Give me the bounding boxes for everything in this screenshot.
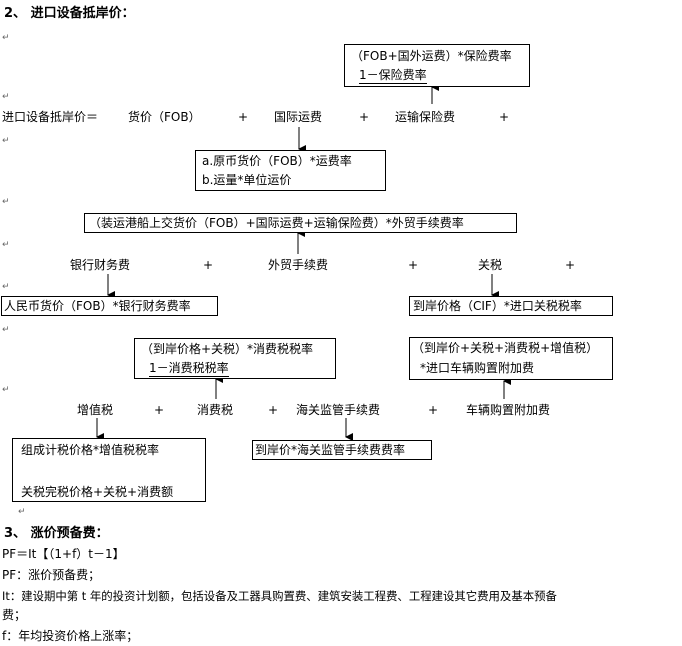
paragraph-mark: ↵: [2, 282, 10, 292]
plus-sign: +: [154, 403, 165, 417]
paragraph-mark: ↵: [2, 240, 10, 250]
paragraph-mark: ↵: [2, 197, 10, 207]
tariff-formula-box: 到岸价格（CIF）*进口关税税率: [409, 296, 613, 316]
term-vehicle-fee: 车辆购置附加费: [466, 403, 551, 417]
vat-line-2: 关税完税价格+关税+消费额: [21, 485, 174, 499]
f-definition: f：年均投资价格上涨率；: [2, 629, 139, 643]
paragraph-mark: ↵: [18, 507, 26, 517]
it-definition-line2: 费；: [2, 608, 27, 622]
paragraph-mark: ↵: [2, 33, 10, 43]
it-definition-line1: It：建设期中第 t 年的投资计划额，包括设备及工器具购置费、建筑安装工程费、工…: [2, 589, 557, 603]
bank-fee-formula: 人民币货价（FOB）*银行财务费率: [4, 299, 191, 313]
insurance-denominator: 1－保险费率: [359, 68, 427, 84]
term-consumption-tax: 消费税: [197, 403, 234, 417]
consumption-formula-box: （到岸价格+关税）*消费税税率 1－消费税税率: [134, 338, 336, 379]
trade-fee-formula-box: （装运港船上交货价（FOB）+国际运费+运输保险费）*外贸手续费率: [84, 213, 517, 233]
term-tariff: 关税: [478, 258, 503, 272]
paragraph-mark: ↵: [2, 325, 10, 335]
freight-formula-box: a.原币货价（FOB）*运费率 b.运量*单位运价: [195, 150, 386, 191]
freight-line-1: a.原币货价（FOB）*运费率: [202, 154, 352, 168]
insurance-numerator: （FOB+国外运费）*保险费率: [351, 49, 512, 63]
pf-formula: PF＝It【（1+f）t－1】: [2, 547, 125, 561]
term-international-freight: 国际运费: [274, 110, 323, 124]
term-vat: 增值税: [77, 403, 114, 417]
customs-fee-formula: 到岸价*海关监管手续费费率: [255, 443, 406, 457]
vat-line-1: 组成计税价格*增值税税率: [21, 443, 160, 457]
plus-sign: +: [359, 110, 370, 124]
tariff-formula: 到岸价格（CIF）*进口关税税率: [413, 299, 582, 313]
plus-sign: +: [499, 110, 510, 124]
insurance-formula-box: （FOB+国外运费）*保险费率 1－保险费率: [344, 44, 530, 87]
plus-sign: +: [203, 258, 214, 272]
consumption-denominator: 1－消费税税率: [149, 361, 229, 377]
paragraph-mark: ↵: [2, 92, 10, 102]
trade-fee-formula: （装运港船上交货价（FOB）+国际运费+运输保险费）*外贸手续费率: [89, 216, 464, 230]
vehicle-line-2: *进口车辆购置附加费: [420, 361, 535, 375]
term-bank-fee: 银行财务费: [70, 258, 131, 272]
plus-sign: +: [268, 403, 279, 417]
freight-line-2: b.运量*单位运价: [202, 173, 292, 187]
term-insurance: 运输保险费: [395, 110, 456, 124]
paragraph-mark: ↵: [2, 385, 10, 395]
bank-fee-formula-box: 人民币货价（FOB）*银行财务费率: [1, 296, 218, 316]
consumption-numerator: （到岸价格+关税）*消费税税率: [141, 342, 314, 356]
term-customs-fee: 海关监管手续费: [296, 403, 381, 417]
section3-heading: 3、 涨价预备费：: [4, 526, 109, 541]
pf-definition: PF：涨价预备费；: [2, 568, 101, 582]
plus-sign: +: [238, 110, 249, 124]
section2-heading: 2、 进口设备抵岸价：: [4, 6, 135, 21]
vehicle-fee-formula-box: （到岸价+关税+消费税+增值税） *进口车辆购置附加费: [409, 337, 613, 380]
term-trade-fee: 外贸手续费: [268, 258, 329, 272]
customs-fee-formula-box: 到岸价*海关监管手续费费率: [252, 440, 432, 460]
plus-sign: +: [408, 258, 419, 272]
vat-formula-box: 组成计税价格*增值税税率 关税完税价格+关税+消费额: [12, 438, 206, 502]
plus-sign: +: [428, 403, 439, 417]
main-formula-label: 进口设备抵岸价＝: [2, 110, 99, 124]
vehicle-line-1: （到岸价+关税+消费税+增值税）: [412, 341, 599, 355]
term-fob: 货价（FOB）: [128, 110, 201, 124]
paragraph-mark: ↵: [2, 136, 10, 146]
plus-sign: +: [565, 258, 576, 272]
